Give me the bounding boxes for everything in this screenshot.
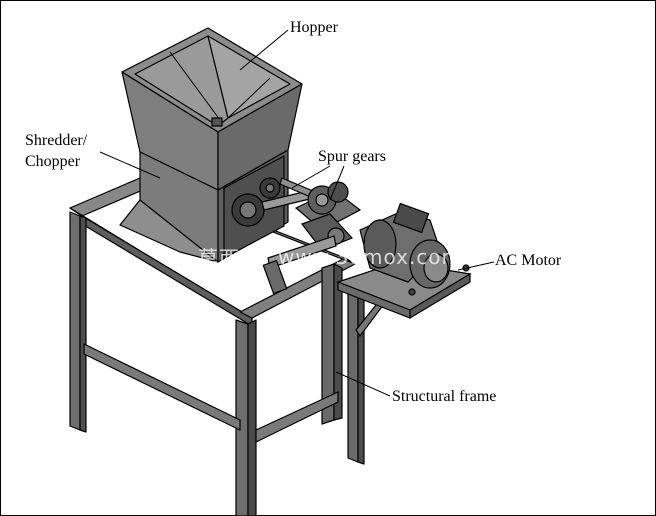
watermark-domain: www.3dmox.com [278,245,463,269]
shredder-label-line1: Shredder/ [25,132,88,149]
spur-gears-leader-1 [291,165,331,189]
shredder-leader [99,151,161,179]
hopper [121,27,303,191]
hopper-leader [239,29,289,71]
shredder-label-line2: Chopper [25,153,81,170]
shredder-body [119,149,289,263]
frame-leader [335,371,391,397]
spur-gears-leader-2 [329,165,345,201]
shaft-and-gears [261,177,362,295]
ac-motor-leader [457,261,495,271]
leader-lines [99,29,495,397]
structural-frame-label: Structural frame [392,388,497,405]
ac-motor [359,202,470,296]
ac-motor-label: AC Motor [495,252,562,269]
spur-gears-label: Spur gears [318,148,386,165]
hopper-label: Hopper [290,19,338,36]
watermark-chinese: 莫西网 [198,246,261,270]
